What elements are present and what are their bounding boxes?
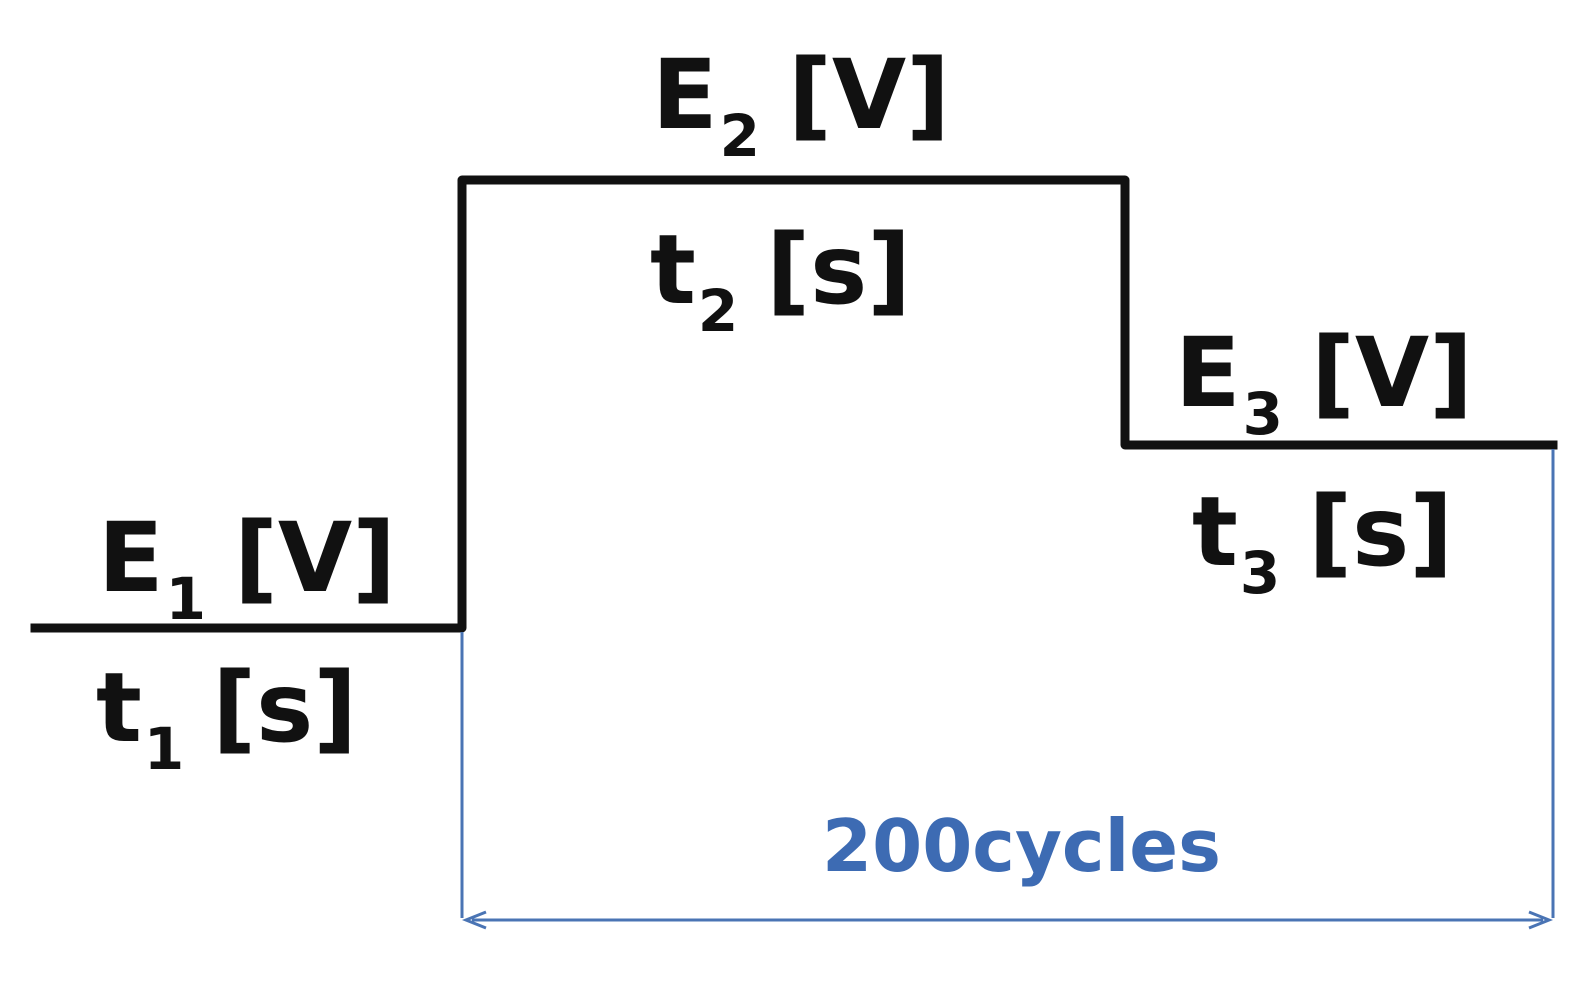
potential-step-waveform (30, 175, 1558, 633)
e3-potential-label: E3[V] (1175, 317, 1473, 448)
t2-time-label: t2[s] (650, 214, 912, 345)
e1-potential-label: E1[V] (98, 502, 396, 633)
arrowhead-right (1528, 910, 1554, 930)
t3-time-label: t3[s] (1192, 476, 1454, 607)
cycle-count-label: 200cycles (822, 804, 1221, 888)
arrowhead-left (461, 910, 487, 930)
e2-potential-label: E2[V] (652, 39, 950, 170)
t1-time-label: t1[s] (96, 652, 358, 783)
